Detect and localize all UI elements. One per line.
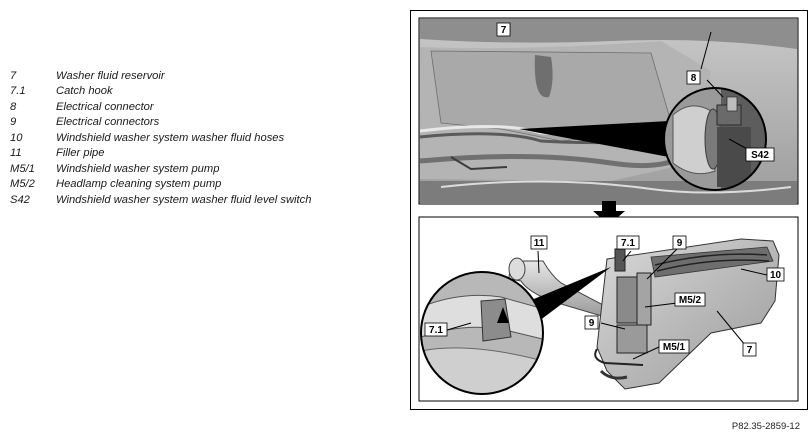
legend-description: Electrical connectors: [56, 116, 160, 129]
hose-outline: [654, 253, 768, 266]
reservoir-illustration: 11 7.1 9 10 M5/2 9 M5/1 7 7.1: [418, 216, 799, 402]
callout-9-lower: 9: [589, 318, 595, 329]
illustration: 7 8 S42: [418, 17, 799, 402]
callout-box: [496, 22, 511, 37]
legend-code: 7.1: [10, 85, 26, 98]
callout-box: [530, 235, 548, 250]
pump-body: [636, 272, 652, 326]
leader-line: [716, 310, 746, 346]
legend-code: 7: [10, 69, 17, 82]
legend-item: 10 Windshield washer system washer fluid …: [10, 130, 311, 146]
callout-10: 10: [770, 270, 782, 281]
pump-body: [616, 324, 648, 354]
callout-s42: S42: [751, 150, 769, 161]
leader-line: [646, 248, 678, 280]
magnifier-content: [664, 88, 766, 190]
clip-line: [450, 156, 508, 171]
callout-box: [686, 70, 701, 85]
hose-outline: [656, 259, 770, 272]
illustration-frame: 7 8 S42: [410, 10, 808, 410]
legend-description: Catch hook: [56, 85, 113, 98]
legend-item: M5/1 Windshield washer system pump: [10, 161, 311, 177]
hose-line: [594, 348, 644, 366]
callout-box: [424, 322, 448, 337]
leader-line: [600, 322, 626, 330]
leader-line: [740, 268, 768, 276]
legend-item: 7.1 Catch hook: [10, 84, 311, 100]
legend-code: 9: [10, 116, 17, 129]
legend-description: Windshield washer system washer fluid ho…: [56, 131, 285, 144]
callout-7-reservoir: 7: [747, 345, 753, 356]
callout-box: [672, 235, 687, 250]
legend-code: 10: [10, 131, 23, 144]
callout-box: [584, 315, 599, 330]
figure-id: P82.35-2859-12: [731, 421, 800, 432]
callout-m5-1: M5/1: [663, 342, 686, 353]
leader-line: [537, 250, 540, 274]
legend-code: M5/2: [10, 178, 35, 191]
callout-m5-2: M5/2: [679, 295, 702, 306]
legend-code: 8: [10, 100, 17, 113]
legend-description: Electrical connector: [56, 100, 154, 113]
callout-7-1-detail: 7.1: [429, 325, 443, 336]
legend-item: 9 Electrical connectors: [10, 115, 311, 131]
legend-description: Headlamp cleaning system pump: [56, 178, 222, 191]
legend-description: Filler pipe: [56, 147, 105, 160]
legend-item: 8 Electrical connector: [10, 99, 311, 115]
leader-line: [644, 302, 678, 308]
pipe-highlight: [440, 180, 792, 194]
callout-7-1: 7.1: [621, 238, 635, 249]
leader-line: [700, 31, 712, 70]
legend-item: 11 Filler pipe: [10, 146, 311, 162]
legend-description: Washer fluid reservoir: [56, 69, 165, 82]
legend-description: Windshield washer system pump: [56, 162, 220, 175]
reservoir-groove: [534, 55, 553, 98]
hose-lower: [419, 153, 674, 169]
legend-code: S42: [10, 193, 30, 206]
legend-description: Windshield washer system washer fluid le…: [56, 193, 312, 206]
legend-item: M5/2 Headlamp cleaning system pump: [10, 177, 311, 193]
legend-code: M5/1: [10, 162, 35, 175]
leader-line: [706, 79, 724, 98]
callout-box: [742, 342, 757, 357]
legend-code: 11: [10, 147, 22, 160]
legend-item: 7 Washer fluid reservoir: [10, 68, 311, 84]
leader-line: [446, 322, 472, 331]
callout-box: [674, 292, 706, 307]
legend-item: S42 Windshield washer system washer fluid…: [10, 192, 311, 208]
hood-edge: [420, 19, 797, 49]
detail-ring: [420, 271, 544, 395]
magnifier-pointer: [519, 121, 669, 157]
callout-8: 8: [691, 73, 697, 84]
pump-body: [616, 276, 638, 324]
callout-11: 11: [534, 238, 545, 249]
callout-box: [658, 339, 690, 354]
callout-box: [616, 235, 640, 250]
down-arrow-icon: [593, 201, 625, 225]
leader-line: [622, 250, 632, 262]
callout-7: 7: [501, 25, 507, 36]
callout-9: 9: [677, 238, 683, 249]
leader-line: [632, 346, 660, 360]
callout-box: [745, 147, 775, 162]
hose-line: [599, 369, 628, 380]
filler-pipe-opening: [508, 257, 526, 281]
engine-bay-photo: 7 8 S42: [418, 17, 799, 205]
callout-box: [766, 267, 785, 282]
